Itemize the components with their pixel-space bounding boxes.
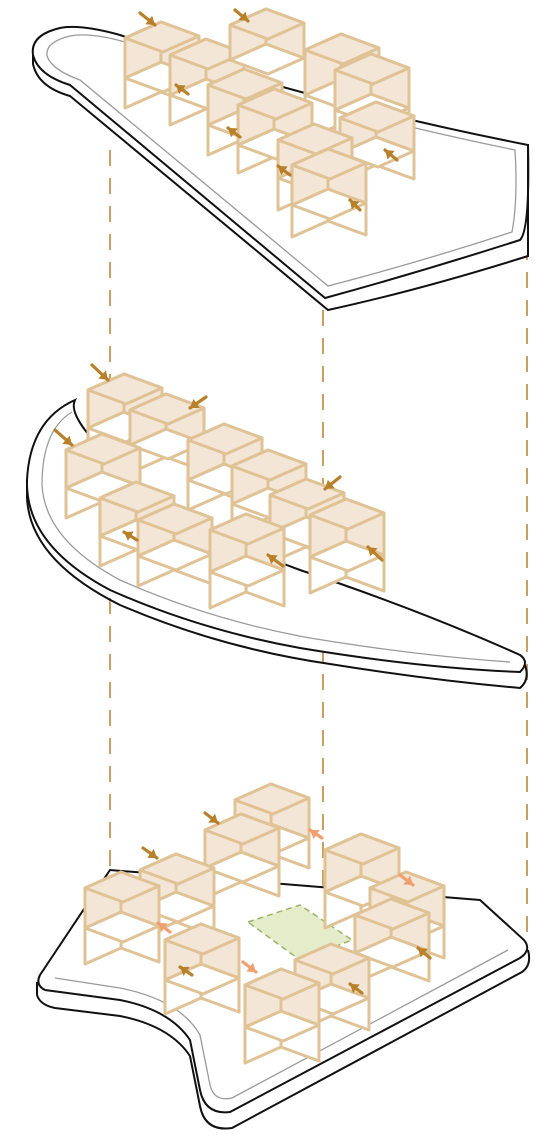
arrow-icon xyxy=(325,477,340,489)
arrow-icon xyxy=(235,10,248,21)
arrow-icon xyxy=(205,813,218,823)
arrow-icon xyxy=(92,365,108,380)
arrow-icon xyxy=(310,830,322,839)
level-2-platform xyxy=(27,374,527,688)
level-1-platform xyxy=(33,9,529,310)
arrow-icon xyxy=(140,13,155,25)
arrow-icon xyxy=(143,848,157,858)
